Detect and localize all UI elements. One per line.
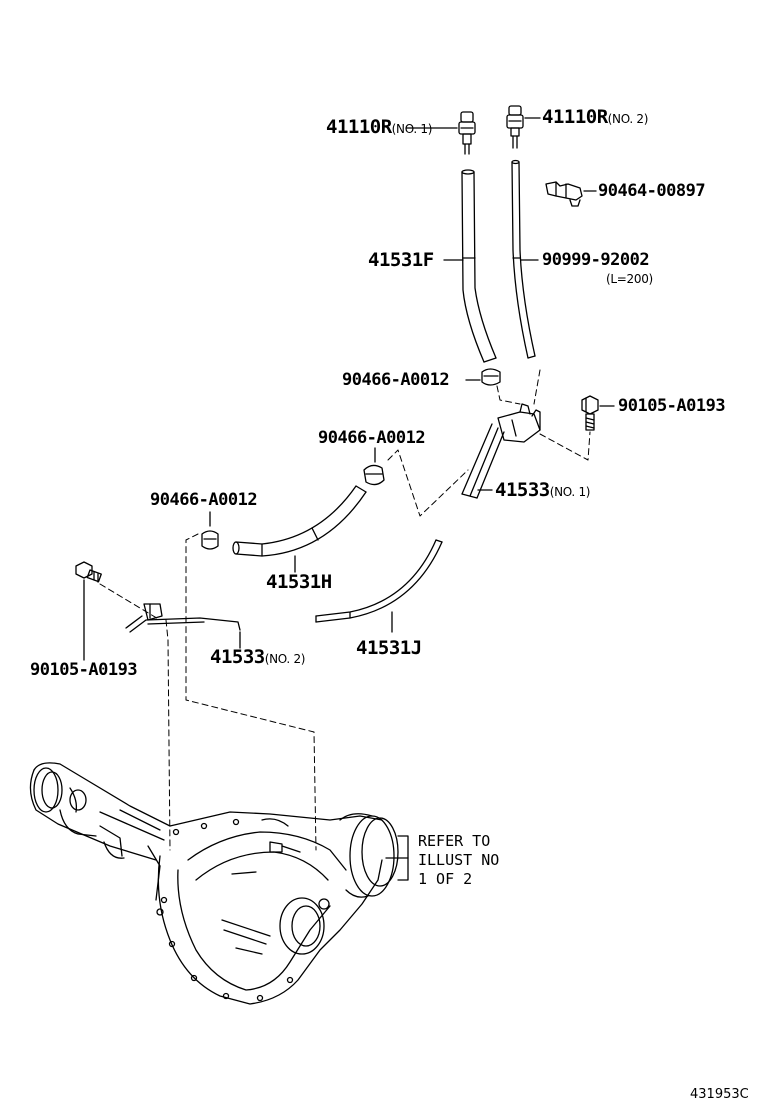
clamp-90466-left <box>201 530 219 550</box>
bolt-90105-right <box>581 395 599 431</box>
label-41531h: 41531H <box>266 571 332 593</box>
pipe-41533-no1 <box>461 403 541 499</box>
hose-41531j <box>315 539 443 623</box>
clamp-90466-upper <box>481 368 501 386</box>
label-41531j: 41531J <box>356 637 422 659</box>
label-90105-a0193-left: 90105-A0193 <box>30 660 138 680</box>
pipe-41533-no2 <box>125 603 241 633</box>
label-90999-length-note: (L=200) <box>606 272 653 286</box>
label-90105-a0193-right: 90105-A0193 <box>618 396 726 416</box>
label-part-number: 41110R <box>326 116 392 138</box>
label-90464-00897: 90464-00897 <box>598 181 706 201</box>
label-part-number: 41533 <box>210 646 265 668</box>
label-41533-no1: 41533(NO. 1) <box>495 481 590 500</box>
illustration-number: 431953C <box>690 1087 749 1102</box>
label-part-number: 41533 <box>495 479 550 501</box>
label-41531f: 41531F <box>368 249 434 271</box>
label-90466-a0012-middle: 90466-A0012 <box>318 428 426 448</box>
clip-90464 <box>545 181 583 207</box>
breather-plug-no2 <box>506 105 524 149</box>
breather-plug-no1 <box>458 111 476 155</box>
label-90466-a0012-left: 90466-A0012 <box>150 490 258 510</box>
label-note: (NO. 1) <box>549 485 591 499</box>
bolt-90105-left <box>75 561 102 583</box>
differential-carrier <box>29 762 399 1005</box>
label-part-number: 41110R <box>542 106 608 128</box>
clamp-90466-middle <box>363 464 385 486</box>
label-note: (NO. 1) <box>391 122 433 136</box>
label-41110r-no2: 41110R(NO. 2) <box>542 108 648 127</box>
hose-90999 <box>511 159 536 359</box>
label-90466-a0012-upper: 90466-A0012 <box>342 370 450 390</box>
dashed-reference-lines <box>99 369 591 851</box>
hose-41531f <box>461 169 497 363</box>
label-41533-no2: 41533(NO. 2) <box>210 648 305 667</box>
hose-41531h <box>232 485 367 557</box>
label-90999-92002: 90999-92002 <box>542 250 650 270</box>
refer-to-illustration-note: REFER TO ILLUST NO 1 OF 2 <box>418 832 500 888</box>
label-41110r-no1: 41110R(NO. 1) <box>326 118 432 137</box>
label-note: (NO. 2) <box>607 112 649 126</box>
label-note: (NO. 2) <box>264 652 306 666</box>
